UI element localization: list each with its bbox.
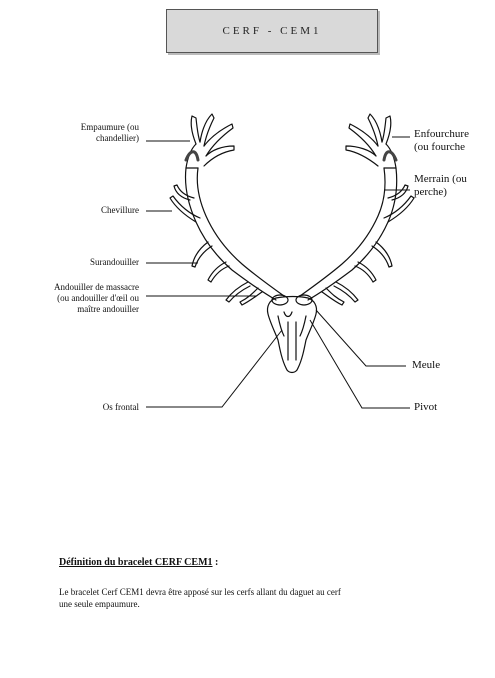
label-enfourchure-line2: (ou fourche bbox=[414, 141, 469, 154]
label-merrain-line2: perche) bbox=[414, 186, 467, 199]
definition-line-1: Le bracelet Cerf CEM1 devra être apposé … bbox=[59, 586, 495, 598]
label-empaumure: Empaumure (ou chandellier) bbox=[81, 122, 139, 144]
label-surandouiller: Surandouiller bbox=[90, 257, 139, 268]
definition-heading-suffix: : bbox=[213, 557, 219, 568]
label-empaumure-line2: chandellier) bbox=[81, 133, 139, 144]
label-meule: Meule bbox=[412, 359, 440, 372]
label-andouiller-line2: (ou andouiller d'œil ou bbox=[54, 293, 139, 304]
right-antler bbox=[300, 114, 414, 305]
label-andouiller-line1: Andouiller de massacre bbox=[54, 282, 139, 293]
label-chevillure: Chevillure bbox=[101, 205, 139, 216]
definition-line-2: une seule empaumure. bbox=[59, 598, 495, 610]
label-empaumure-line1: Empaumure (ou bbox=[81, 122, 139, 133]
label-os-frontal: Os frontal bbox=[103, 402, 139, 413]
label-pivot: Pivot bbox=[414, 401, 437, 414]
definition-heading-text: Définition du bracelet CERF CEM1 bbox=[59, 557, 213, 568]
left-antler bbox=[170, 114, 284, 305]
label-andouiller: Andouiller de massacre (ou andouiller d'… bbox=[54, 282, 139, 315]
label-merrain-line1: Merrain (ou bbox=[414, 173, 467, 186]
label-enfourchure: Enfourchure (ou fourche bbox=[414, 128, 469, 154]
label-andouiller-line3: maître andouiller bbox=[54, 304, 139, 315]
definition-paragraph: Le bracelet Cerf CEM1 devra être apposé … bbox=[59, 586, 495, 610]
label-merrain: Merrain (ou perche) bbox=[414, 173, 467, 199]
skull bbox=[267, 295, 316, 373]
definition-heading: Définition du bracelet CERF CEM1 : bbox=[59, 557, 218, 568]
label-enfourchure-line1: Enfourchure bbox=[414, 128, 469, 141]
